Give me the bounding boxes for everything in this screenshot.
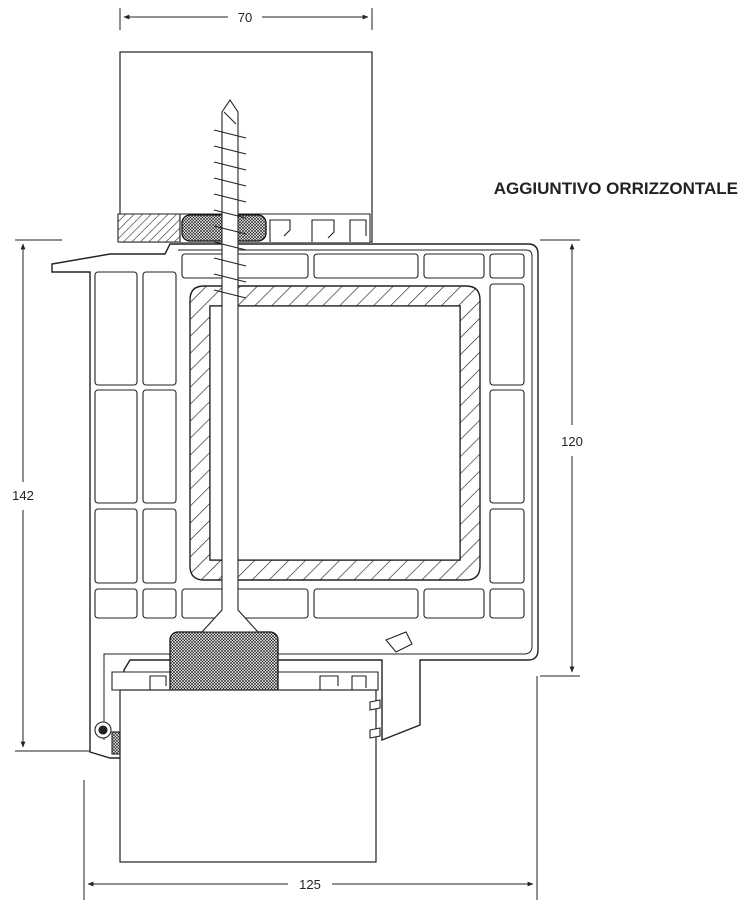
dimension-top-label: 70 xyxy=(238,10,252,25)
dimension-right-label: 120 xyxy=(561,434,583,449)
dimension-left xyxy=(15,239,90,752)
reinforcement-cavity xyxy=(209,305,461,561)
lower-gasket xyxy=(169,631,279,699)
frame-inner-outline xyxy=(103,249,533,740)
lower-panel xyxy=(119,689,377,863)
dimension-bottom-label: 125 xyxy=(299,877,321,892)
dimension-left-label: 142 xyxy=(12,488,34,503)
frame-chambers xyxy=(94,253,525,619)
right-fixings xyxy=(369,699,381,739)
upper-panel xyxy=(119,51,373,243)
screw xyxy=(200,99,260,633)
dimension-right xyxy=(540,239,580,677)
dimension-bottom xyxy=(83,676,538,900)
dimension-top xyxy=(119,8,373,30)
left-seal xyxy=(94,721,121,755)
drawing-title: AGGIUNTIVO ORRIZZONTALE xyxy=(494,179,738,198)
